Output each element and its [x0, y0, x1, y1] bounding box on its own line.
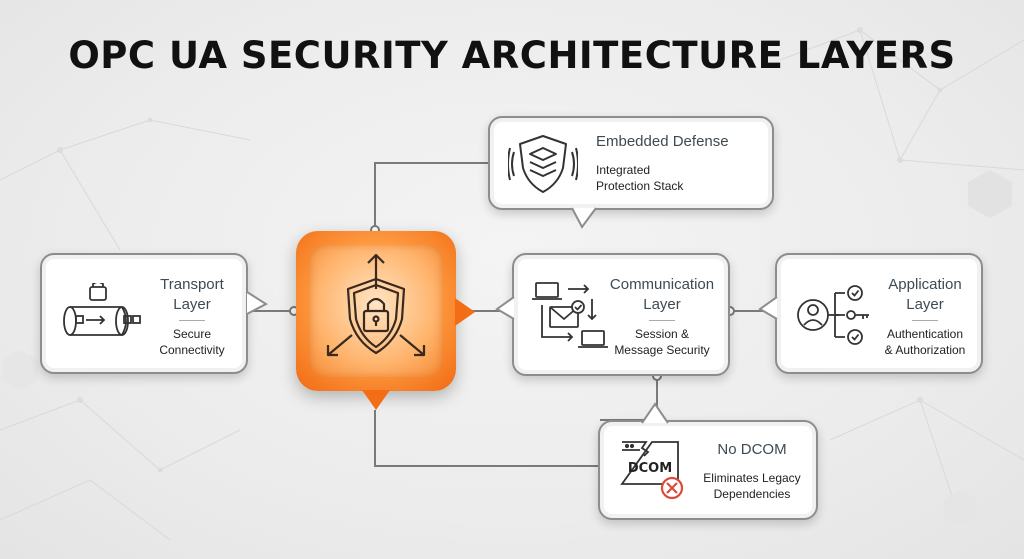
application-sub-line2: & Authorization — [884, 343, 966, 357]
application-pointer — [758, 296, 778, 320]
embedded-defense-card[interactable]: Embedded Defense Integrated Protection S… — [488, 116, 774, 210]
secure-pipe-icon — [63, 283, 141, 336]
application-layer-card[interactable]: Application Layer Authentication & Autho… — [775, 253, 983, 374]
transport-divider — [179, 320, 205, 321]
dcom-blocked-icon: DCOM — [620, 441, 684, 500]
transport-sub-line1: Secure — [172, 327, 212, 341]
application-sub-line1: Authentication — [886, 327, 964, 341]
no-dcom-title: No DCOM — [717, 441, 787, 458]
communication-title-line2: Layer — [643, 296, 681, 313]
transport-sub-line2: Connectivity — [159, 343, 225, 357]
hub-pointer-down — [362, 390, 390, 410]
layered-shield-icon — [508, 135, 578, 193]
hub-pointer-right — [455, 298, 475, 326]
transport-title-line1: Transport — [160, 276, 224, 293]
communication-divider — [649, 320, 675, 321]
application-title-line1: Application — [888, 276, 962, 293]
embedded-defense-title: Embedded Defense — [596, 133, 729, 150]
messaging-icon — [532, 282, 608, 348]
communication-sub-line1: Session & — [634, 327, 690, 341]
application-divider — [912, 320, 938, 321]
communication-layer-card[interactable]: Communication Layer Session & Message Se… — [512, 253, 730, 376]
communication-pointer — [495, 296, 515, 320]
application-title-line2: Layer — [906, 296, 944, 313]
transport-pointer — [246, 291, 268, 315]
communication-sub-line2: Message Security — [614, 343, 710, 357]
dcom-icon-text: DCOM — [628, 461, 672, 476]
embedded-defense-pointer — [571, 207, 597, 229]
embedded-defense-line1: Integrated — [596, 163, 651, 177]
embedded-defense-line2: Protection Stack — [596, 179, 684, 193]
transport-layer-card[interactable]: Transport Layer Secure Connectivity — [40, 253, 248, 374]
no-dcom-pointer — [641, 402, 669, 424]
shield-lock-arrows-icon — [326, 253, 426, 357]
communication-title-line1: Communication — [609, 276, 715, 293]
no-dcom-sub-line2: Dependencies — [713, 487, 791, 501]
transport-title-line2: Layer — [173, 296, 211, 313]
page-title: OPC UA SECURITY ARCHITECTURE LAYERS — [68, 34, 956, 77]
central-security-hub[interactable] — [296, 231, 456, 391]
no-dcom-sub-line1: Eliminates Legacy — [703, 471, 801, 485]
no-dcom-card[interactable]: DCOM No DCOM Eliminates Legacy Dependenc… — [598, 420, 818, 520]
user-key-icon — [797, 285, 869, 345]
